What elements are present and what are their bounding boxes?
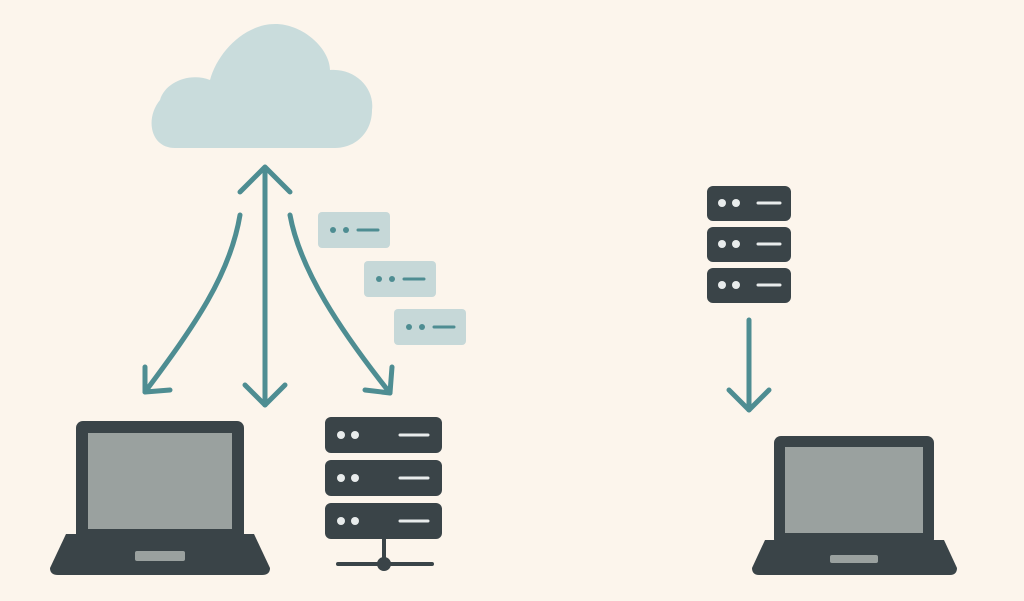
laptop-icon [50,421,270,575]
network-connector-icon [336,537,434,571]
cloud-icon [151,24,373,148]
data-packet-icon [364,261,436,297]
server-rack-icon [707,186,791,303]
laptop-icon [752,436,957,575]
arrow-server-to-laptop [726,317,772,413]
data-packet-icon [318,212,390,248]
arrow-cloud-bidirectional [237,164,293,408]
server-rack-icon [325,417,442,539]
data-packet-icon [394,309,466,345]
arrow-cloud-to-laptop [142,212,243,395]
arrow-cloud-to-server [287,212,395,396]
